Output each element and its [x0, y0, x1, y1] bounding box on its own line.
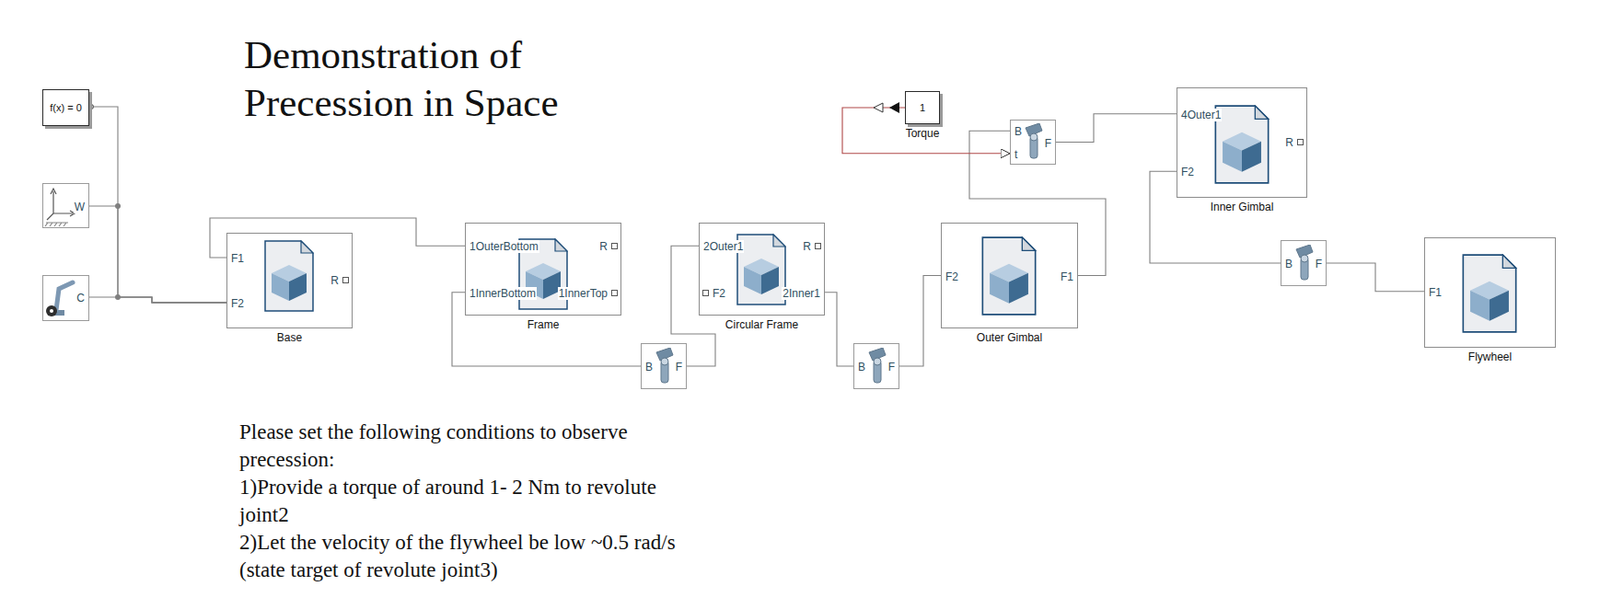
port-square — [1297, 139, 1304, 146]
port-square — [814, 243, 822, 250]
port-label: 2Outer1 — [702, 240, 744, 254]
block-name: Frame — [527, 318, 560, 332]
solid-icon — [982, 237, 1035, 315]
solid-block: 1OuterBottom1InnerBottomR1InnerTopFrame — [464, 222, 622, 316]
note-text: 1)Provide a torque of around 1- 2 Nm to … — [239, 474, 686, 530]
axes — [46, 191, 73, 221]
port-label: F — [1043, 137, 1053, 151]
connector — [89, 106, 227, 303]
port-label: F2 — [1180, 165, 1195, 179]
connector — [824, 292, 854, 367]
connector — [1326, 263, 1425, 292]
solid-block: 2Outer1F2R2Inner1Circular Frame — [698, 222, 825, 316]
gear-hole — [49, 309, 54, 314]
mechanism-config-icon — [46, 282, 73, 317]
connector — [899, 276, 941, 368]
port-label: 1InnerTop — [557, 287, 609, 301]
solid-block: F2F1Outer Gimbal — [940, 222, 1079, 329]
port-label: R — [598, 240, 609, 254]
world-frame-block: W — [42, 183, 90, 229]
port-label: t — [1013, 148, 1019, 162]
conversion-port — [873, 103, 883, 113]
block-name: Inner Gimbal — [1210, 200, 1275, 214]
solid-icon — [1462, 255, 1516, 333]
solid-block: F1Flywheel — [1424, 237, 1556, 348]
port-label: F — [674, 360, 684, 374]
revolute-joint: BF — [640, 343, 687, 390]
connector — [1149, 171, 1281, 264]
port-label: F — [887, 360, 896, 374]
port-label: F2 — [944, 270, 960, 284]
port-label: 1OuterBottom — [468, 240, 540, 254]
note-text: 2)Let the velocity of the flywheel be lo… — [239, 529, 686, 585]
note-text: Please set the following conditions to o… — [239, 418, 686, 475]
port-square — [611, 289, 618, 297]
block-name: Base — [277, 331, 302, 345]
revolute-icon — [1296, 244, 1313, 280]
revolute-icon — [869, 347, 886, 383]
constraint-block: f(x) = 0 — [42, 89, 90, 127]
port-label: B — [857, 360, 867, 374]
connector — [969, 130, 1106, 276]
ground-hatch — [45, 222, 69, 227]
port-label: F2 — [711, 287, 727, 301]
solid-icon — [265, 241, 314, 312]
solid-block: 4Outer1F2RInner Gimbal — [1176, 87, 1308, 198]
port-label: R — [801, 240, 812, 254]
port-square — [342, 277, 349, 284]
connector — [209, 218, 465, 258]
solid-icon — [737, 234, 786, 305]
connector — [89, 297, 227, 303]
port-square — [702, 289, 709, 297]
connector — [1055, 114, 1177, 143]
port-label: R — [329, 274, 340, 288]
block-name: Torque — [905, 127, 940, 140]
diagram-title: Demonstration of Precession in Space — [243, 31, 640, 128]
robot-arm — [56, 282, 73, 311]
block-text: f(x) = 0 — [43, 101, 89, 115]
connector — [452, 292, 641, 367]
port-label: 1InnerBottom — [468, 287, 537, 301]
connector — [89, 206, 227, 303]
solid-block: F1F2RBase — [226, 232, 353, 329]
port-label: C — [75, 291, 86, 305]
port-label: B — [1013, 125, 1023, 139]
instruction-notes: Please set the following conditions to o… — [239, 418, 686, 585]
block-name: Flywheel — [1468, 350, 1512, 364]
revolute-icon — [1025, 123, 1043, 159]
constant-block: 1Torque — [904, 91, 940, 125]
block-text: 1 — [905, 101, 940, 115]
axis-heads — [50, 188, 75, 217]
port-label: R — [1284, 136, 1295, 150]
solid-icons — [265, 105, 1517, 333]
revolute-joint: BF — [1280, 240, 1327, 287]
port-label: F1 — [230, 252, 245, 266]
solid-icon — [1215, 105, 1268, 184]
joint-icons — [656, 123, 1313, 383]
block-name: Outer Gimbal — [976, 331, 1043, 345]
connector — [671, 245, 716, 367]
block-name: Circular Frame — [725, 318, 799, 332]
revolute-joint: Bt F — [1009, 119, 1056, 165]
port-label: F1 — [1059, 270, 1075, 284]
port-label: F1 — [1427, 286, 1443, 300]
port-label: 2Inner1 — [781, 287, 822, 301]
revolute-joint: BF — [853, 343, 900, 390]
port-label: B — [644, 360, 654, 374]
revolute-icon — [656, 347, 673, 383]
gear — [46, 305, 58, 317]
port-label: W — [73, 200, 86, 214]
output-arrow — [889, 102, 900, 114]
mechanism-config-block: C — [42, 275, 90, 322]
port-label: B — [1284, 257, 1294, 271]
port-label: F — [1314, 257, 1323, 271]
port-square — [611, 243, 618, 250]
world-frame-icon — [45, 188, 75, 227]
port-label: F2 — [230, 297, 245, 311]
port-label: 4Outer1 — [1180, 108, 1222, 122]
